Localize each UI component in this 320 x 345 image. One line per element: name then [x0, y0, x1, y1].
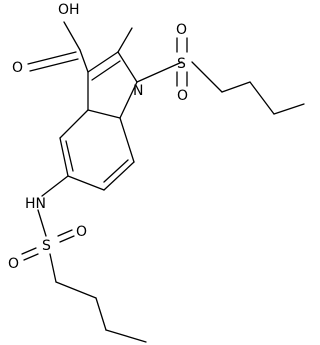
bond-n1-s [136, 61, 183, 83]
bond-s-butyl-c1 [49, 253, 57, 283]
atom-nh-sulfonyl-o-right: O [76, 224, 87, 240]
bond-butyl2-c3-c4 [105, 329, 147, 343]
atom-nh-sulfonyl-o-left: O [8, 256, 19, 272]
bond-c5-nh [41, 175, 69, 197]
bond-nh-s [37, 209, 47, 237]
bond-c7-c7a [119, 117, 135, 163]
bond-c-o-double-b [29, 58, 79, 72]
bond-c-oh [63, 21, 81, 51]
atom-n-sulfonyl-o-upper: O [176, 22, 187, 38]
bond-c5-c6 [67, 175, 105, 191]
atom-labels: OH O N O S O HN O S O [8, 2, 188, 272]
bond-butyl2-c1-c2 [55, 281, 97, 299]
bond-c3a-c7a [87, 109, 121, 119]
bond-n1-c7a [119, 81, 138, 119]
atom-nh-sulfonyl-s: S [42, 238, 51, 254]
bond-butyl-c2-c3 [249, 81, 275, 115]
bond-c4-c5 [59, 137, 69, 177]
bond-c3-c2 [87, 51, 119, 73]
atom-carbonyl-o: O [12, 60, 23, 76]
bond-skeleton [21, 21, 305, 343]
bond-c4-c5-inner [65, 140, 74, 172]
bond-c6-c7 [103, 161, 135, 191]
atom-n-sulfonyl-o-lower: O [177, 88, 188, 104]
bond-c-o-double-a [27, 51, 77, 65]
atom-nh: HN [25, 196, 46, 212]
bond-butyl-c3-c4 [273, 103, 305, 115]
atom-n-sulfonyl-s: S [177, 56, 186, 72]
bond-s-o-right-b [59, 235, 75, 243]
bond-s-o-left-b [23, 253, 39, 261]
bond-c3-c2-inner [91, 60, 121, 81]
bond-c6-c7-inner [103, 159, 129, 183]
bond-s-o-left-a [21, 247, 37, 255]
bond-s-butyl-c1 [191, 61, 223, 93]
atom-oh: OH [58, 2, 80, 18]
bond-butyl-c1-c2 [221, 81, 251, 93]
bond-methyl [117, 27, 133, 53]
bond-carboxyl-c3 [79, 49, 89, 73]
bond-s-o-right-a [57, 229, 73, 237]
chemical-structure: OH O N O S O HN O S O [8, 2, 305, 343]
bond-c2-n1 [117, 51, 138, 83]
bond-c3a-c4 [59, 109, 89, 139]
bond-butyl2-c2-c3 [95, 297, 107, 331]
atom-ring-n: N [133, 83, 143, 99]
